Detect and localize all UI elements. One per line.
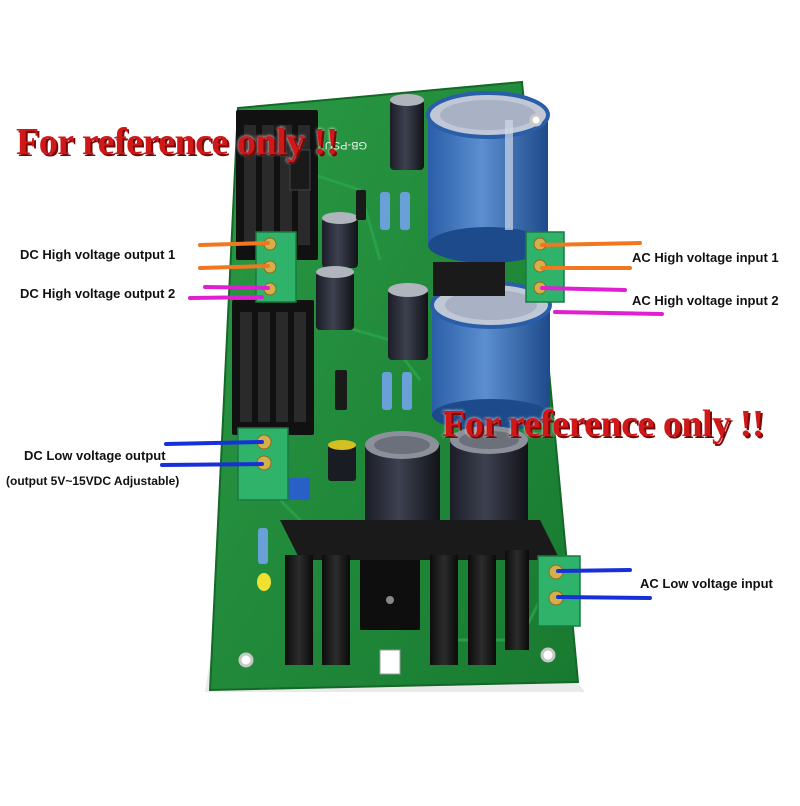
line-dc-high-1	[198, 241, 270, 247]
trimmer-potentiometer	[288, 478, 310, 500]
line-dc-high-1b	[198, 264, 270, 270]
led	[257, 573, 271, 591]
pointer-lines	[160, 241, 664, 600]
label-dc-high-output-2: DC High voltage output 2	[20, 286, 176, 301]
bottom-heatsink	[280, 520, 560, 675]
line-dc-low	[164, 440, 264, 446]
watermark-top-left: For reference only !!	[16, 121, 338, 163]
label-dc-low-output: DC Low voltage output	[24, 448, 166, 463]
label-ac-high-input-2: AC High voltage input 2	[632, 293, 779, 308]
large-blue-capacitor-top	[426, 91, 550, 263]
line-dc-low-b	[160, 462, 264, 467]
middle-heatsink	[232, 300, 314, 435]
small-capacitors	[316, 94, 428, 481]
line-ac-low-b	[556, 595, 652, 600]
resistors	[258, 190, 412, 564]
line-ac-high-2b	[553, 310, 664, 316]
line-ac-high-2	[540, 286, 627, 292]
mounting-holes	[238, 113, 556, 668]
terminal-ac-low	[537, 555, 581, 627]
label-ac-low-input: AC Low voltage input	[640, 576, 773, 591]
bridge-rectifier	[433, 262, 505, 296]
line-dc-high-2	[203, 285, 270, 290]
top-heatsink	[236, 110, 318, 260]
line-ac-low	[556, 568, 632, 573]
silkscreen-title: GB-PSU	[325, 139, 367, 151]
line-dc-high-2b	[188, 295, 264, 300]
label-ac-high-input-1: AC High voltage input 1	[632, 250, 779, 265]
label-dc-low-note: (output 5V~15VDC Adjustable)	[6, 474, 180, 488]
label-dc-high-output-1: DC High voltage output 1	[20, 247, 176, 262]
watermark-middle-right: For reference only !!	[442, 403, 764, 445]
line-ac-high-1	[540, 241, 642, 247]
